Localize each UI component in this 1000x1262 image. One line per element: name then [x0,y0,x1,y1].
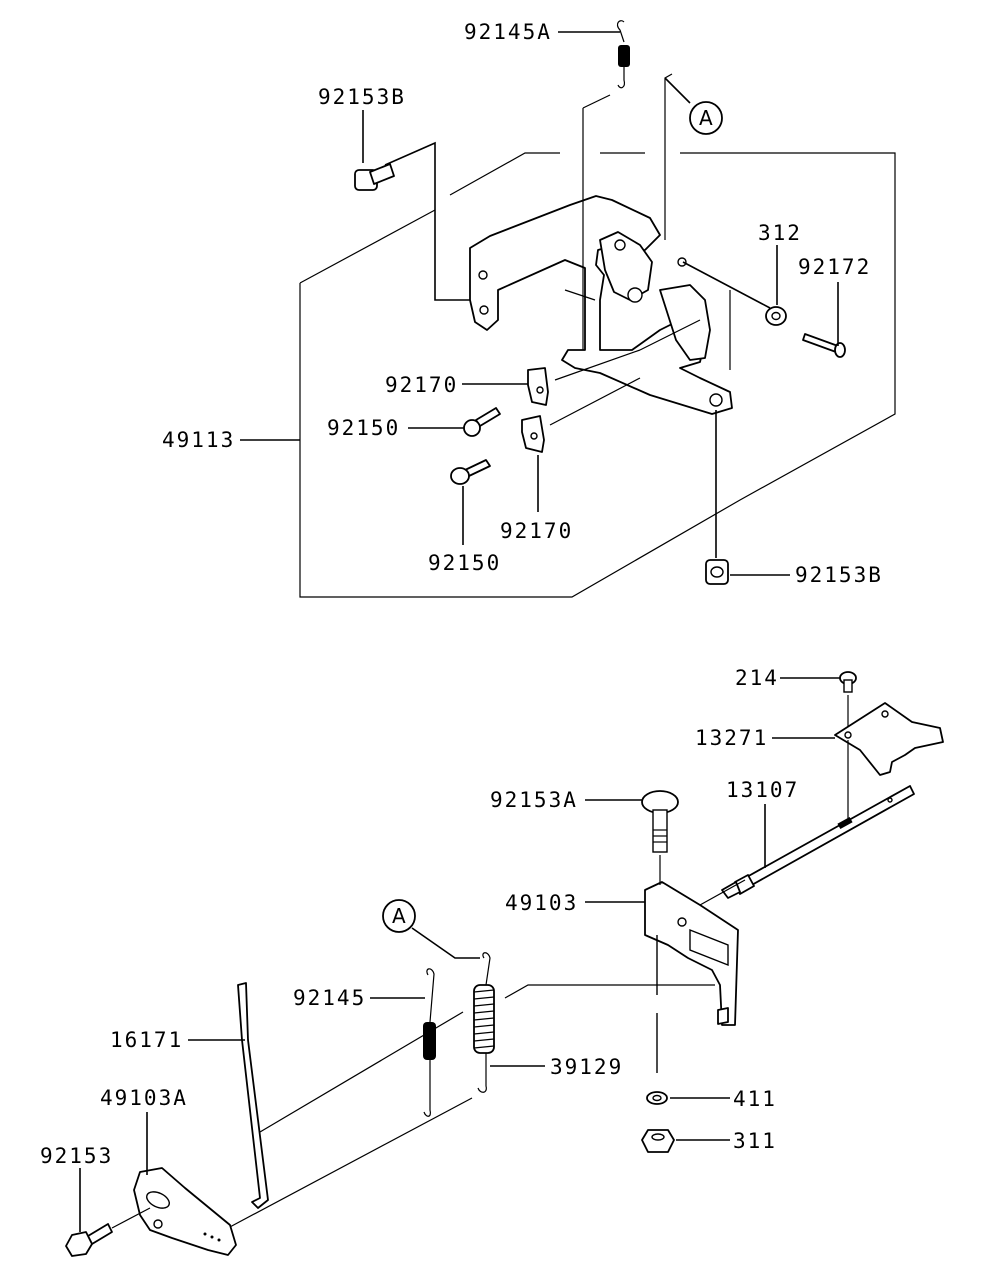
bolt-92153A [641,790,679,853]
group-outline-49113 [299,152,896,598]
bolt-92172 [802,333,846,358]
label-92150-a: 92150 [327,416,400,440]
lever-49103A [133,1167,237,1256]
spring-39129 [473,952,495,1093]
screw-214 [839,671,857,693]
callout-circle-top [689,101,723,135]
label-39129: 39129 [550,1055,623,1079]
label-214: 214 [735,666,779,690]
rod-16171 [237,982,269,1209]
bracket-49103 [644,881,739,1026]
label-92170-a: 92170 [385,373,458,397]
nut-312 [765,306,787,326]
bolt-92153B-bottom [705,559,729,585]
callout-circle-bottom [382,899,416,933]
washer-411 [646,1091,668,1105]
label-49103A: 49103A [100,1086,188,1110]
spring-92145A [616,20,630,89]
label-92153: 92153 [40,1144,113,1168]
clip-92170-b [521,415,545,453]
bolt-92153B-top [354,163,395,191]
label-92145A: 92145A [464,20,552,44]
label-49113: 49113 [162,428,235,452]
label-92170-b: 92170 [500,519,573,543]
shaft-13107 [721,785,915,899]
label-49103: 49103 [505,891,578,915]
label-311: 311 [733,1129,777,1153]
screw-92150-b [450,459,491,485]
clip-92170-a [527,367,549,406]
label-312: 312 [758,221,802,245]
top-assembly: 92145A A 92153B 312 92172 [162,20,896,598]
label-92150-b: 92150 [428,551,501,575]
label-92153B-top: 92153B [318,85,406,109]
label-92153B-bottom: 92153B [795,563,883,587]
nut-311 [641,1129,675,1153]
label-13271: 13271 [695,726,768,750]
bottom-assembly: 214 13271 13107 92153A [40,666,944,1257]
label-92153A: 92153A [490,788,578,812]
spring-92145 [423,968,436,1117]
bolt-92153 [65,1223,113,1257]
label-13107: 13107 [726,778,799,802]
callout-A-top: A [699,106,713,130]
label-92172: 92172 [798,255,871,279]
label-16171: 16171 [110,1028,183,1052]
label-411: 411 [733,1087,777,1111]
control-bracket [469,195,733,415]
callout-A-bottom: A [392,904,406,928]
label-92145: 92145 [293,986,366,1010]
screw-92150-a [463,407,501,437]
plate-13271 [834,702,944,776]
